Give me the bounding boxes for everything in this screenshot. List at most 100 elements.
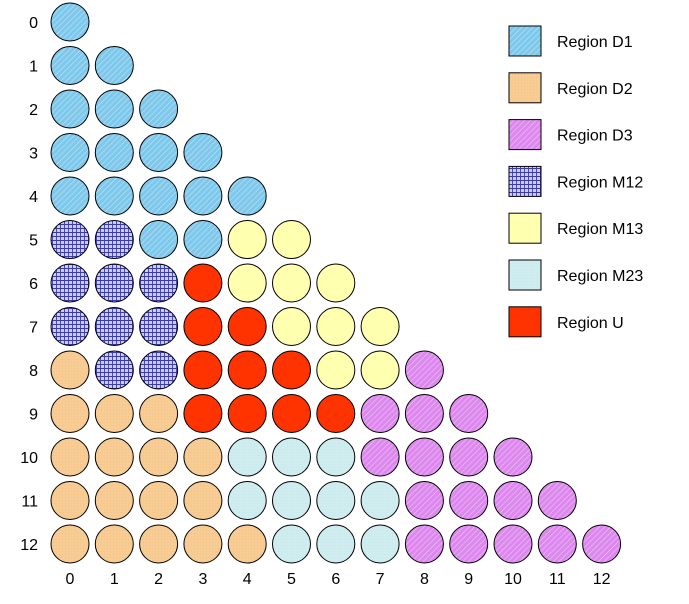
grid-circle-d2 bbox=[50, 481, 90, 520]
grid-circle-d2 bbox=[139, 437, 179, 477]
grid-circle-d1 bbox=[50, 133, 90, 172]
grid-circle-d2 bbox=[94, 437, 134, 477]
legend-item-u: Region U bbox=[508, 306, 624, 338]
row-label: 8 bbox=[29, 363, 38, 380]
grid-circle-u bbox=[272, 350, 311, 390]
column-label: 3 bbox=[198, 571, 207, 588]
legend-swatch bbox=[508, 25, 542, 57]
grid-circle-d3 bbox=[360, 437, 400, 477]
grid-circle-u bbox=[183, 263, 223, 303]
grid-circle-d3 bbox=[582, 524, 622, 564]
grid-circle-d1 bbox=[94, 133, 134, 172]
grid-circle-m23 bbox=[316, 437, 356, 477]
legend: Region D1 Region D2 Region D3 Region M12Reg… bbox=[508, 25, 643, 338]
legend-item-d2: Region D2 bbox=[508, 72, 633, 104]
row-label: 12 bbox=[20, 537, 38, 554]
grid-circle-d1 bbox=[139, 176, 179, 216]
legend-swatch bbox=[508, 119, 542, 151]
grid-circle-m23 bbox=[360, 481, 400, 520]
row-label: 7 bbox=[29, 320, 38, 337]
grid-circle-m12 bbox=[50, 307, 90, 346]
grid-circle-d2 bbox=[94, 394, 134, 433]
row-label: 4 bbox=[29, 189, 38, 206]
grid-circle-m23 bbox=[227, 437, 267, 477]
grid-circle-d2 bbox=[139, 524, 179, 564]
column-label: 10 bbox=[504, 571, 522, 588]
grid-circle-d2 bbox=[50, 437, 90, 477]
legend-swatch bbox=[508, 259, 542, 291]
grid-circle-d2 bbox=[183, 524, 223, 564]
column-label: 5 bbox=[287, 571, 296, 588]
grid-circle-m12 bbox=[94, 263, 134, 303]
grid-circle-d1 bbox=[183, 133, 223, 172]
column-label: 1 bbox=[110, 571, 119, 588]
grid-circle-d1 bbox=[50, 176, 90, 216]
grid-circle-d1 bbox=[50, 2, 90, 42]
grid-circle-d3 bbox=[404, 350, 444, 390]
grid-circle-d3 bbox=[493, 481, 533, 520]
grid-circle-d3 bbox=[449, 481, 489, 520]
grid-circle-d3 bbox=[449, 524, 489, 564]
row-label: 11 bbox=[21, 494, 38, 511]
grid-circle-d1 bbox=[94, 46, 134, 85]
legend-swatch bbox=[508, 212, 542, 244]
column-label: 4 bbox=[243, 571, 252, 588]
grid-circle-m12 bbox=[50, 263, 90, 303]
row-label: 1 bbox=[29, 59, 38, 76]
row-label: 3 bbox=[29, 146, 38, 163]
grid-circle-m12 bbox=[139, 350, 179, 390]
row-label: 6 bbox=[29, 276, 38, 293]
legend-item-m12: Region M12 bbox=[508, 165, 643, 197]
grid-circle-d1 bbox=[183, 220, 223, 259]
grid-circle-m23 bbox=[316, 481, 356, 520]
grid-circle-d1 bbox=[94, 176, 134, 216]
column-label: 8 bbox=[420, 571, 429, 588]
grid-circle-d3 bbox=[404, 481, 444, 520]
grid-circle-d1 bbox=[50, 89, 90, 129]
grid-circle-u bbox=[316, 394, 356, 433]
grid-circle-d3 bbox=[404, 524, 444, 564]
column-label: 6 bbox=[331, 571, 340, 588]
column-label: 2 bbox=[154, 571, 163, 588]
grid-circle-d2 bbox=[94, 524, 134, 564]
grid-circle-d1 bbox=[94, 89, 134, 129]
legend-swatch bbox=[508, 306, 542, 338]
grid-circle-d2 bbox=[139, 481, 179, 520]
row-label: 2 bbox=[29, 102, 38, 119]
grid-circle-m12 bbox=[94, 220, 134, 259]
grid-circle-d2 bbox=[50, 524, 90, 564]
grid-circle-u bbox=[227, 350, 267, 390]
legend-swatch bbox=[508, 165, 542, 197]
grid-circle-u bbox=[272, 394, 311, 433]
grid-circle-d1 bbox=[139, 133, 179, 172]
grid-circle-m12 bbox=[50, 220, 90, 259]
grid-circle-m13 bbox=[360, 307, 400, 346]
column-label: 7 bbox=[376, 571, 385, 588]
column-label: 0 bbox=[66, 571, 75, 588]
legend-label: Region M12 bbox=[557, 174, 643, 191]
column-label: 9 bbox=[464, 571, 473, 588]
grid-circle-m23 bbox=[272, 524, 311, 564]
legend-label: Region D3 bbox=[557, 128, 633, 145]
grid-circle-m13 bbox=[272, 307, 311, 346]
row-label: 9 bbox=[29, 407, 38, 424]
row-label: 10 bbox=[20, 450, 38, 467]
legend-label: Region M13 bbox=[557, 221, 643, 238]
grid-circle-d1 bbox=[50, 46, 90, 85]
legend-item-m13: Region M13 bbox=[508, 212, 643, 244]
grid-circle-m12 bbox=[139, 263, 179, 303]
grid-circle-m23 bbox=[272, 437, 311, 477]
grid-circle-m23 bbox=[227, 481, 267, 520]
legend-label: Region D2 bbox=[557, 81, 633, 98]
grid-circle-u bbox=[183, 307, 223, 346]
column-label: 12 bbox=[593, 571, 611, 588]
grid-circle-m13 bbox=[316, 350, 356, 390]
legend-item-d1: Region D1 bbox=[508, 25, 633, 57]
grid-circle-d3 bbox=[449, 394, 489, 433]
legend-label: Region D1 bbox=[557, 34, 633, 51]
grid-circle-m13 bbox=[227, 263, 267, 303]
grid-circle-u bbox=[227, 394, 267, 433]
row-label: 5 bbox=[29, 233, 38, 250]
